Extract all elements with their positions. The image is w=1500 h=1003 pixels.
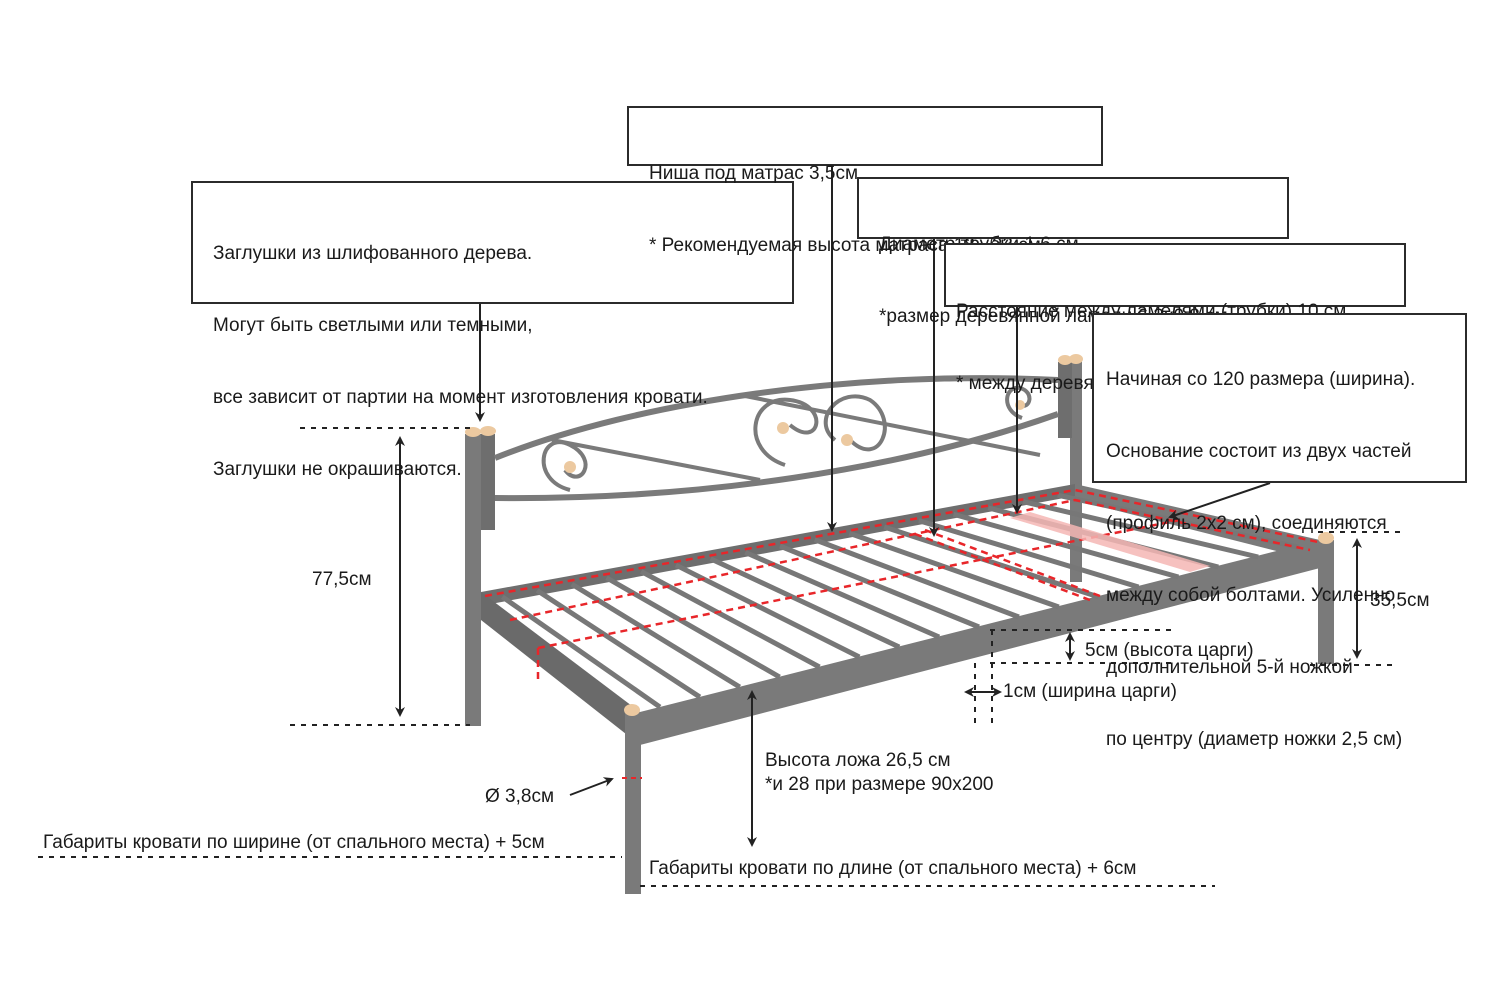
front-right-leg (1318, 540, 1334, 664)
bed-height-note: *и 28 при размере 90х200 (765, 774, 994, 795)
callout-line: по центру (диаметр ножки 2,5 см) (1106, 729, 1403, 750)
width-overall-label: Габариты кровати по ширине (от спального… (43, 832, 545, 853)
callout-slat-spacing: Расстояние между ламелями (трубки) 10 см… (944, 243, 1406, 394)
slat (848, 530, 1060, 610)
wood-cap-icon (624, 704, 640, 716)
slat (952, 511, 1180, 580)
rail-height-label: 5см (высота царги) (1085, 640, 1254, 661)
headboard-height-label: 77,5см (312, 569, 372, 590)
callout-line: Могут быть светлыми или темными, (213, 315, 533, 336)
bed-height-label: Высота ложа 26,5 см (765, 750, 951, 771)
slat (779, 543, 980, 630)
callout-line: Заглушки не окрашиваются. (213, 459, 462, 480)
headboard-left-post (465, 426, 496, 726)
slat (918, 518, 1140, 590)
callout-line: между собой болтами. Усиленно (1106, 585, 1396, 606)
slat (709, 556, 901, 650)
wood-cap-icon (1069, 354, 1083, 364)
wood-cap-icon (480, 426, 496, 436)
callout-mattress-niche: Ниша под матрас 3,5см * Рекомендуемая вы… (627, 106, 1103, 256)
callout-line: все зависит от партии на момент изготовл… (213, 387, 708, 408)
callout-tube-diameter: Диаметр трубки 1,6 см *размер деревянной… (857, 177, 1289, 327)
callout-caps: Заглушки из шлифованного дерева. Могут б… (191, 181, 794, 480)
wood-cap-icon (1318, 532, 1334, 544)
callout-line: (профиль 2х2 см), соединяются (1106, 513, 1387, 534)
callout-line: Основание состоит из двух частей (1106, 441, 1412, 462)
slat (639, 569, 821, 670)
headboard-frame (493, 375, 1060, 502)
callout-line: дополнительной 5-й ножкой (1106, 657, 1353, 678)
wood-cap-icon (465, 427, 481, 437)
callout-line: Заглушки из шлифованного дерева. (213, 243, 533, 264)
foot-height-label: 35,5см (1370, 590, 1430, 611)
slat (570, 581, 742, 690)
rail-width-label: 1см (ширина царги) (1003, 681, 1177, 702)
wood-cap-icon (1058, 355, 1072, 365)
slat (813, 537, 1020, 620)
slat (1022, 499, 1259, 560)
front-left-leg (625, 712, 641, 894)
leg-diameter-arrow (569, 777, 614, 796)
slat (674, 562, 861, 660)
slat (605, 575, 781, 680)
slat (500, 594, 662, 710)
callout-line: Начиная со 120 размера (ширина). (1106, 369, 1416, 390)
leg-diameter-label: Ø 3,8см (485, 786, 555, 807)
length-overall-label: Габариты кровати по длине (от спального … (649, 858, 1137, 879)
callout-line: Ниша под матрас 3,5см (649, 163, 859, 184)
bed-frame (481, 484, 1334, 894)
slat (883, 524, 1100, 600)
callout-base-note: Начиная со 120 размера (ширина). Основан… (1092, 313, 1467, 750)
slat (744, 550, 941, 640)
slat (535, 588, 702, 700)
